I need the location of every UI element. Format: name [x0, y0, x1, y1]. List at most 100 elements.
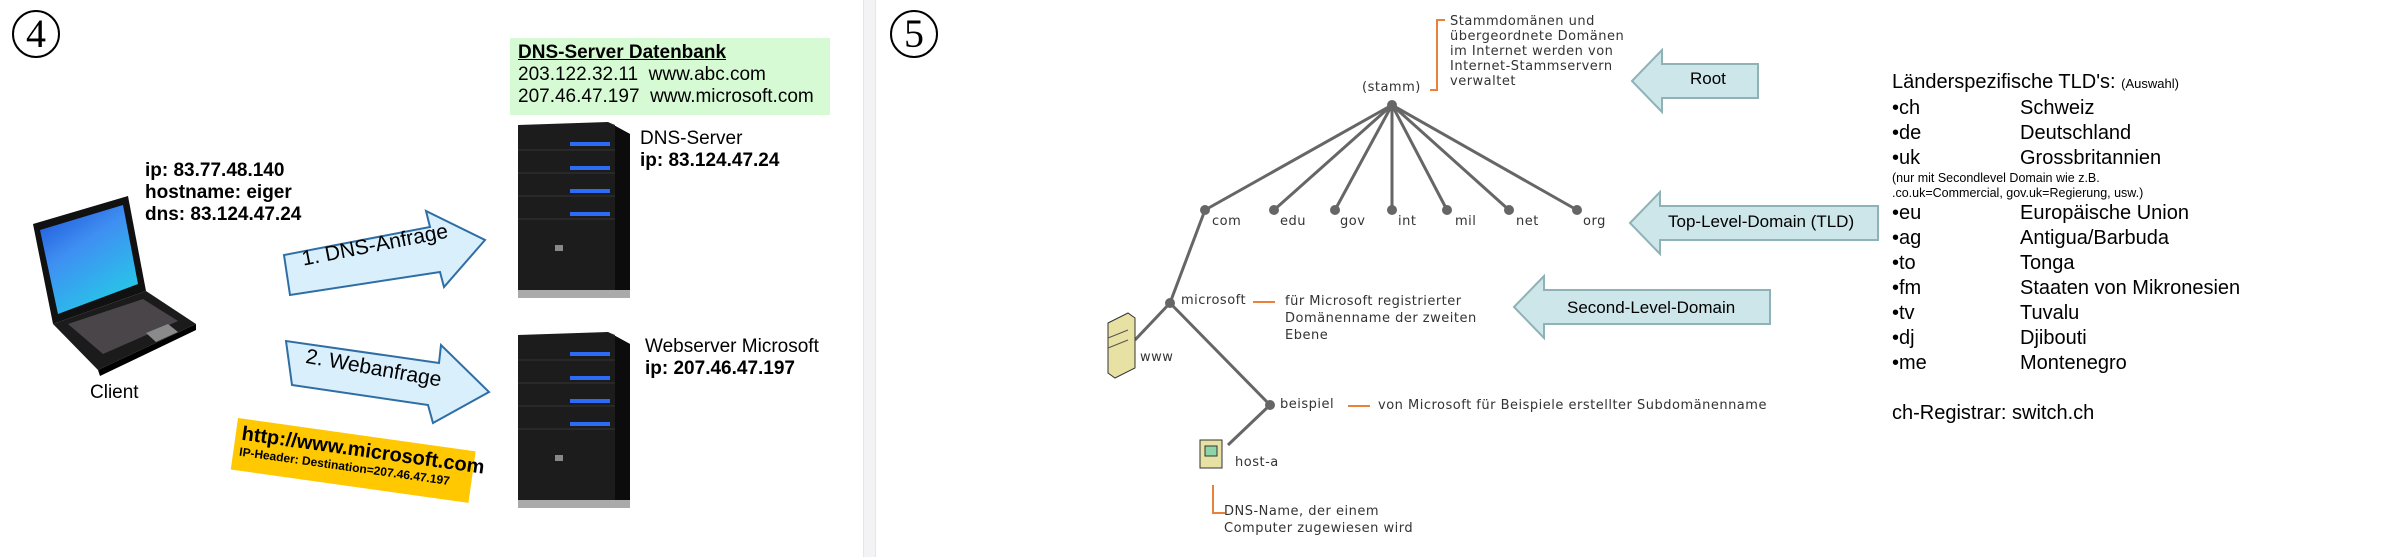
- www-server-icon: [1107, 312, 1136, 379]
- edge-microsoft-beispiel: [1168, 301, 1272, 407]
- panel-dns-lookup: 4 Client ip: 83.77.48.140 hostname: eige…: [0, 0, 863, 557]
- tld-country: Grossbritannien: [2020, 147, 2162, 169]
- tld-level-arrow: [1628, 190, 1879, 256]
- edge-root-org: [1391, 103, 1578, 212]
- tld-country: Schweiz: [2020, 97, 2095, 119]
- node-microsoft: [1165, 298, 1175, 308]
- laptop-icon: [33, 196, 196, 376]
- tld-code: •eu: [1892, 202, 1922, 224]
- dns-server-name: DNS-Server: [640, 128, 743, 149]
- country-tld-list: Länderspezifische TLD's: (Auswahl) •ch Sc…: [1892, 70, 2240, 426]
- tld-item: •to Tonga: [1892, 251, 2240, 276]
- node-mil: [1442, 205, 1452, 215]
- step-number-4: 4: [12, 10, 60, 58]
- subdomain-note: von Microsoft für Beispiele erstellter S…: [1378, 398, 1767, 413]
- sld-level-label: Second-Level-Domain: [1567, 298, 1736, 317]
- root-note: Stammdomänen und übergeordnete Domänen i…: [1450, 14, 1624, 89]
- edge-com-microsoft: [1168, 209, 1207, 304]
- node-net: [1504, 205, 1514, 215]
- dns-db-ip: 207.46.47.197: [518, 86, 640, 107]
- tld-country: Staaten von Mikronesien: [2020, 277, 2241, 299]
- node-edu: [1269, 205, 1279, 215]
- dns-db-title: DNS-Server Datenbank: [518, 42, 727, 63]
- country-tld-title: Länderspezifische TLD's: (Auswahl): [1892, 70, 2240, 96]
- client-hostname: hostname: eiger: [145, 182, 292, 203]
- root-note-line: übergeordnete Domänen: [1450, 29, 1625, 44]
- root-note-line: Internet-Stammservern: [1450, 59, 1613, 74]
- dns-db-ip: 203.122.32.11: [518, 64, 639, 85]
- edge-root-mil: [1390, 104, 1449, 211]
- panel-divider: [863, 0, 876, 557]
- sld-note-line: Domänenname der zweiten: [1285, 311, 1477, 326]
- panel-dns-hierarchy: 5: [876, 0, 2400, 557]
- tld-int: int: [1398, 214, 1417, 229]
- host-a-label: host-a: [1235, 455, 1279, 470]
- dns-db-row: 203.122.32.11 www.abc.com: [518, 64, 822, 86]
- node-root: [1387, 100, 1397, 110]
- node-org: [1572, 205, 1582, 215]
- tld-country: Antigua/Barbuda: [2020, 227, 2170, 249]
- sld-note: für Microsoft registrierter Domänenname …: [1285, 293, 1477, 344]
- tld-country: Tuvalu: [2020, 302, 2080, 324]
- edge-beispiel-host-a: [1226, 403, 1272, 447]
- sld-microsoft: microsoft: [1181, 293, 1247, 308]
- tld-country: Djibouti: [2020, 327, 2087, 349]
- root-level-arrow: [1630, 48, 1759, 114]
- root-note-bracket: [1430, 19, 1445, 91]
- host-note-bracket: [1212, 485, 1225, 514]
- node-beispiel: [1265, 400, 1275, 410]
- host-note: DNS-Name, der einem Computer zugewiesen …: [1224, 503, 1413, 537]
- tld-code: •dj: [1892, 327, 1915, 349]
- tld-level-label: Top-Level-Domain (TLD): [1668, 212, 1855, 231]
- tld-item: •ch Schweiz: [1892, 96, 2240, 121]
- tld-country: Deutschland: [2020, 122, 2132, 144]
- tld-code: •ag: [1892, 227, 1922, 249]
- edge-microsoft-www: [1133, 301, 1172, 342]
- tld-edu: edu: [1280, 214, 1306, 229]
- tld-code: •ch: [1892, 97, 1921, 119]
- uk-note-line: .co.uk=Commercial, gov.uk=Regierung, usw…: [1892, 186, 2144, 200]
- edge-root-com: [1204, 103, 1393, 212]
- tld-code: •to: [1892, 252, 1916, 274]
- dns-db-row: 207.46.47.197 www.microsoft.com: [518, 86, 822, 108]
- tld-mil: mil: [1455, 214, 1477, 229]
- tld-com: com: [1212, 214, 1242, 229]
- host-www: www: [1140, 350, 1174, 365]
- sld-note-line: Ebene: [1285, 328, 1329, 343]
- tld-code: •de: [1892, 122, 1922, 144]
- tld-org: org: [1583, 214, 1606, 229]
- client-dns: dns: 83.124.47.24: [145, 204, 302, 225]
- title-note: (Auswahl): [2121, 76, 2179, 91]
- edge-root-net: [1390, 103, 1511, 212]
- root-note-line: verwaltet: [1450, 74, 1516, 89]
- web-server-info: Webserver Microsoft ip: 207.46.47.197: [645, 336, 819, 380]
- host-note-line: Computer zugewiesen wird: [1224, 521, 1414, 536]
- dns-server-info: DNS-Server ip: 83.124.47.24: [640, 128, 779, 172]
- node-int: [1387, 205, 1397, 215]
- uk-note-line: (nur mit Secondlevel Domain wie z.B.: [1892, 171, 2100, 185]
- sld-note-line: für Microsoft registrierter: [1285, 294, 1462, 309]
- edge-root-edu: [1273, 103, 1393, 212]
- tld-gov: gov: [1340, 214, 1366, 229]
- tld-net: net: [1516, 214, 1539, 229]
- dns-db-host: www.microsoft.com: [650, 86, 814, 107]
- title-text: Länderspezifische TLD's:: [1892, 71, 2116, 93]
- tld-item: •tv Tuvalu: [1892, 301, 2240, 326]
- sld-level-arrow: [1512, 274, 1771, 340]
- client-info: ip: 83.77.48.140 hostname: eiger dns: 83…: [145, 160, 301, 226]
- tld-item: •dj Djibouti: [1892, 326, 2240, 351]
- tld-code: •tv: [1892, 302, 1915, 324]
- step-number-5: 5: [890, 10, 938, 58]
- root-note-line: Stammdomänen und: [1450, 14, 1595, 29]
- dns-server-database: DNS-Server Datenbank 203.122.32.11 www.a…: [510, 38, 830, 115]
- host-note-line: DNS-Name, der einem: [1224, 504, 1380, 519]
- dns-server-icon: [518, 122, 630, 298]
- host-a-computer-icon: [1199, 439, 1223, 469]
- tld-country: Tonga: [2020, 252, 2075, 274]
- web-request-arrow: [284, 339, 491, 425]
